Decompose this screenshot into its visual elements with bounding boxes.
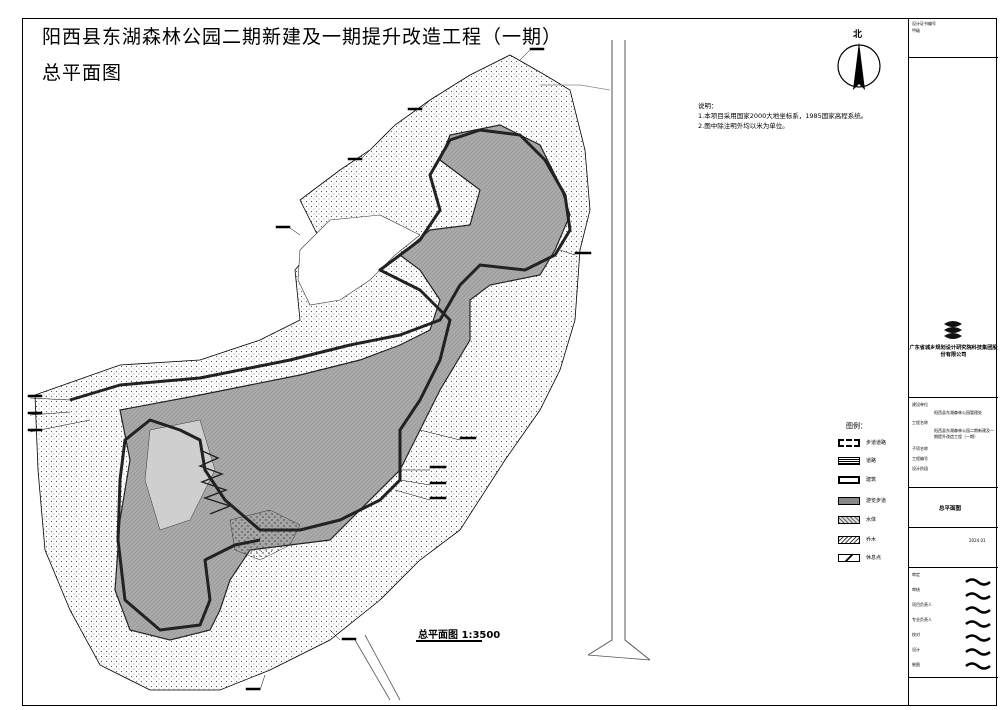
tb-row-value: 阳西县东湖森林公园管理处 (934, 410, 982, 415)
notes-line-1: 1.本项目采用国家2000大地坐标系，1985国家高程系统。 (698, 112, 868, 120)
signature-scribbles (965, 578, 991, 670)
legend-swatch (838, 476, 860, 484)
tb-cert-label: 设计证书编号 (912, 21, 936, 26)
tb-sign-label: 审定 (912, 572, 920, 577)
tb-date: 2024.01 (969, 538, 986, 543)
legend-item: 道路 (838, 457, 908, 467)
tb-signatures: 审定 审核 项目负责人 专业负责人 校对 设计 制图 (909, 568, 998, 678)
legend-title: 图例： (846, 422, 867, 430)
legend-item: 建筑 (838, 476, 908, 486)
legend-label: 水体 (866, 517, 877, 523)
tb-row-label: 子项名称 (912, 446, 928, 451)
legend-label: 休息点 (866, 555, 882, 561)
tb-row-label: 设计阶段 (912, 466, 928, 471)
tb-row-label: 建设单位 (912, 402, 928, 407)
tb-sign-label: 专业负责人 (912, 617, 932, 622)
company-logo-icon (944, 321, 962, 339)
tb-company-cell: 广东省城乡规划设计研究院科技集团股份有限公司 (909, 58, 998, 398)
legend: 图例： 步道道路 道路 建筑 游览步道 水体 乔木 休息点 (826, 421, 908, 567)
tb-date-cell: 2024.01 (909, 528, 998, 568)
notes-heading: 说明： (698, 102, 718, 110)
tb-sign-label: 审核 (912, 587, 920, 592)
legend-label: 步道道路 (866, 440, 887, 446)
zigzag-trail (198, 449, 233, 515)
tb-row-label: 工程编号 (912, 456, 928, 461)
legend-swatch (838, 497, 860, 505)
legend-item: 休息点 (838, 554, 908, 564)
drawing-title: 阳西县东湖森林公园二期新建及一期提升改造工程（一期） (42, 26, 563, 48)
north-label: 北 (853, 30, 863, 40)
legend-item: 水体 (838, 516, 908, 526)
legend-swatch (838, 439, 860, 447)
north-arrow-icon (837, 42, 881, 90)
legend-swatch (838, 554, 860, 562)
access-road (587, 40, 651, 661)
tb-cert-grade: 甲级 (912, 28, 920, 33)
scale-label: 总平面图 1:3500 (418, 630, 501, 641)
tb-header: 设计证书编号 甲级 (909, 18, 998, 58)
legend-item: 乔木 (838, 536, 908, 546)
tb-drawing-name: 总平面图 (909, 488, 998, 528)
title-block: 设计证书编号 甲级 广东省城乡规划设计研究院科技集团股份有限公司 建设单位 阳西… (908, 18, 998, 706)
notes-line-2: 2.图中除注明外均以米为单位。 (698, 122, 789, 130)
tb-sign-label: 项目负责人 (912, 602, 932, 607)
legend-swatch (838, 457, 860, 465)
legend-label: 建筑 (866, 477, 877, 483)
tb-project-info: 建设单位 阳西县东湖森林公园管理处 工程名称 阳西县东湖森林公园二期新建及一期提… (909, 398, 998, 488)
legend-label: 道路 (866, 458, 877, 464)
tb-row-value: 阳西县东湖森林公园二期新建及一期提升改造工程（一期） (934, 428, 994, 439)
scale-underline (416, 640, 482, 642)
legend-swatch (838, 536, 860, 544)
tb-row-label: 工程名称 (912, 420, 928, 425)
legend-item: 步道道路 (838, 439, 908, 449)
tb-sign-label: 制图 (912, 662, 920, 667)
legend-swatch (838, 516, 860, 524)
meadow-area (144, 419, 216, 531)
tb-company-name: 广东省城乡规划设计研究院科技集团股份有限公司 (909, 345, 998, 358)
tb-sign-label: 校对 (912, 632, 920, 637)
legend-label: 乔木 (866, 537, 877, 543)
drawing-frame (22, 18, 997, 706)
general-notes: 说明： 1.本项目采用国家2000大地坐标系，1985国家高程系统。 2.图中除… (698, 101, 867, 131)
lawn-area (229, 509, 301, 561)
main-trail (69, 128, 572, 632)
legend-item: 游览步道 (838, 497, 908, 507)
legend-label: 游览步道 (866, 498, 887, 504)
tb-sign-label: 设计 (912, 647, 920, 652)
tb-drawing-title: 总平面图 (939, 506, 962, 512)
drawing-subtitle: 总平面图 (42, 62, 123, 84)
